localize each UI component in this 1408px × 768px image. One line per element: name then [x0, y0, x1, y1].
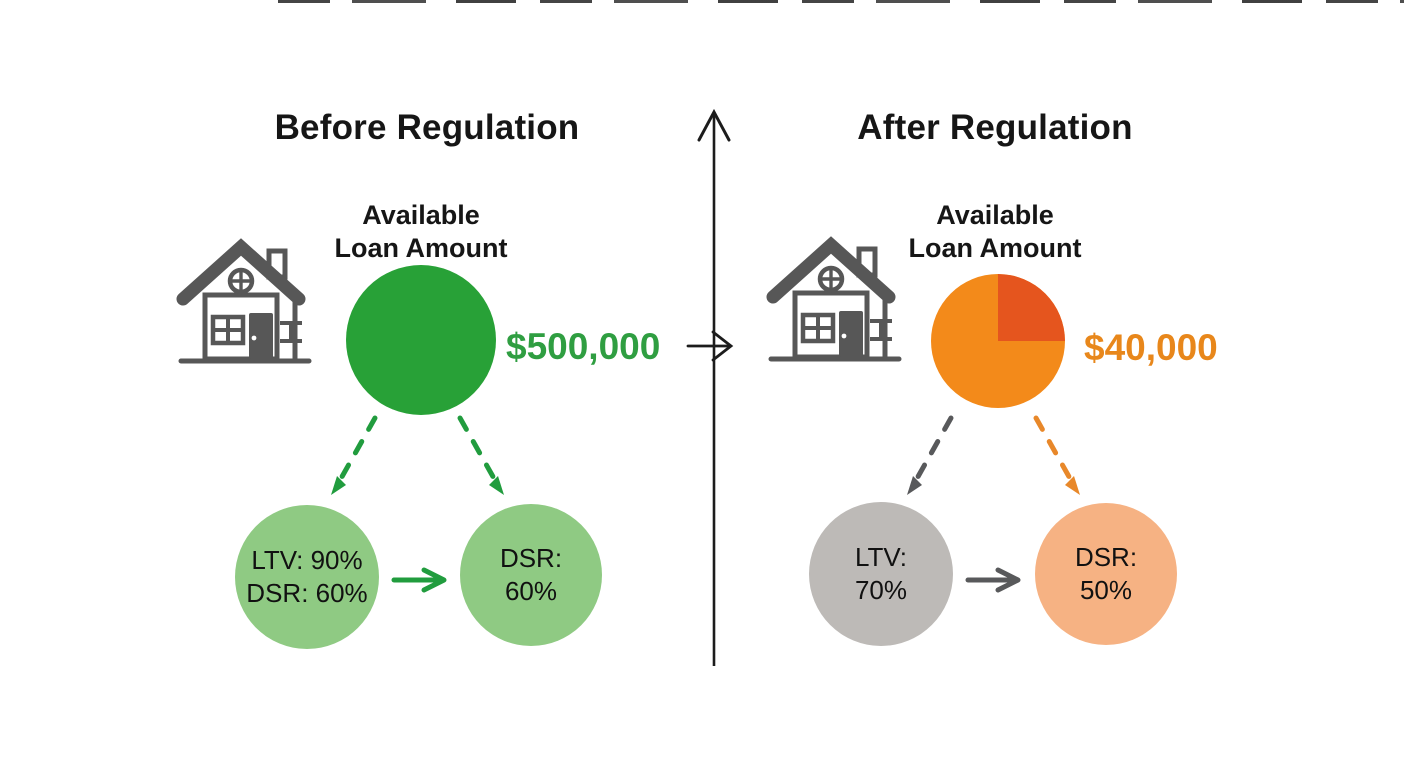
house-icon — [765, 233, 905, 365]
ltv-percent: 70% — [854, 575, 908, 605]
arrow-right-icon — [964, 566, 1028, 594]
house-icon — [175, 235, 315, 367]
ltv-after-circle: LTV: 70% — [809, 502, 953, 646]
available-loan-amount-label: Available Loan Amount — [334, 200, 508, 263]
arrow-right-icon — [390, 566, 454, 594]
dsr-percent: 50% — [1079, 575, 1133, 605]
dashed-arrow-down-left-icon — [897, 414, 959, 498]
dsr-after-circle: DSR: 50% — [1035, 503, 1177, 645]
dsr-value: DSR: 60% — [246, 578, 368, 608]
dsr-before-circle: DSR: 60% — [460, 504, 602, 646]
dashed-arrow-down-left-icon — [323, 414, 385, 498]
loan-amount-pie-circle — [931, 274, 1065, 408]
ltv-value: LTV: 90% — [251, 545, 363, 575]
divider-axis — [684, 103, 744, 678]
ltv-dsr-before-circle: LTV: 90% DSR: 60% — [235, 505, 379, 649]
loan-amount-value: $500,000 — [506, 326, 661, 367]
cropped-text-artifact — [278, 0, 1404, 3]
pie-quarter-segment — [998, 274, 1065, 341]
loan-amount-circle — [346, 265, 496, 415]
dashed-arrow-down-right-icon — [450, 414, 512, 498]
available-loan-amount-label: Available Loan Amount — [908, 200, 1082, 263]
arrow-right-icon — [686, 330, 734, 362]
before-title: Before Regulation — [274, 108, 580, 147]
dsr-label: DSR: — [499, 543, 563, 573]
dsr-percent: 60% — [504, 576, 558, 606]
after-title: After Regulation — [857, 108, 1133, 147]
ltv-label: LTV: — [854, 542, 907, 572]
dsr-label: DSR: — [1074, 542, 1138, 572]
arrow-up-icon — [697, 108, 731, 142]
dashed-arrow-down-right-icon — [1028, 414, 1090, 498]
loan-amount-value: $40,000 — [1084, 327, 1218, 368]
